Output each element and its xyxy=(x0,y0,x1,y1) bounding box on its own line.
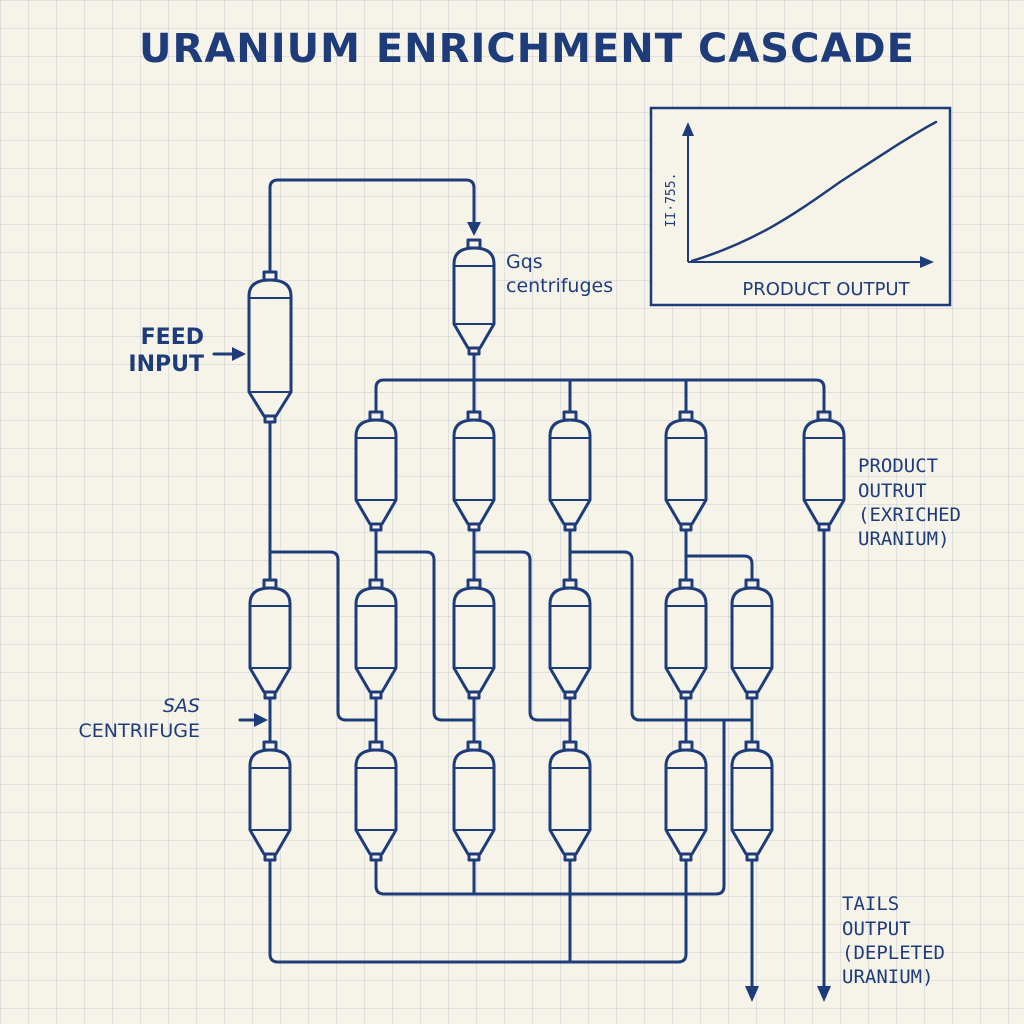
centrifuge-r1-c4 xyxy=(664,410,708,532)
centrifuge-r3-c4-bottom-nozzle xyxy=(679,852,693,862)
inset-chart: II·755. PRODUCT OUTPUT xyxy=(649,106,952,307)
centrifuge-r3-c3-body xyxy=(548,748,592,856)
feed-column-vessel xyxy=(247,270,293,424)
svg-text:Gqs: Gqs xyxy=(506,251,543,273)
centrifuge-r3-c3 xyxy=(548,740,592,862)
centrifuge-r1-c1 xyxy=(354,410,398,532)
inset-chart-frame xyxy=(649,106,952,307)
inset-chart-y-label: II·755. xyxy=(664,173,679,228)
svg-text:(DEPLETED: (DEPLETED xyxy=(842,942,945,964)
svg-text:URANIUM): URANIUM) xyxy=(842,966,934,988)
centrifuge-r1-c4-bottom-nozzle xyxy=(679,522,693,532)
centrifuge-r1-c3 xyxy=(548,410,592,532)
centrifuge-r2-c5-body xyxy=(730,586,774,694)
centrifuge-r1-c1-body xyxy=(354,418,398,526)
feed-column-vessel-bottom-nozzle xyxy=(263,414,277,424)
centrifuge-r2-c0-bottom-nozzle xyxy=(263,690,277,700)
svg-text:INPUT: INPUT xyxy=(128,352,204,377)
centrifuge-r2-c4-body xyxy=(664,586,708,694)
top-centrifuge-body xyxy=(452,246,496,350)
tails-output-label: TAILS OUTPUT (DEPLETED URANIUM) xyxy=(842,893,945,988)
svg-text:CENTRIFUGE: CENTRIFUGE xyxy=(79,720,200,742)
centrifuge-r3-c5-body xyxy=(730,748,774,856)
product-output-label: PRODUCT OUTRUT (EXRICHED URANIUM) xyxy=(858,455,961,550)
centrifuge-r1-c3-bottom-nozzle xyxy=(563,522,577,532)
centrifuge-r2-c3 xyxy=(548,578,592,700)
inset-chart-curve xyxy=(690,120,938,263)
pipework xyxy=(268,178,826,992)
svg-text:SAS: SAS xyxy=(163,695,200,717)
centrifuge-r3-c5-bottom-nozzle xyxy=(745,852,759,862)
centrifuge-r1-c1-bottom-nozzle xyxy=(369,522,383,532)
centrifuge-r1-c5 xyxy=(802,410,846,532)
svg-text:URANIUM): URANIUM) xyxy=(858,528,950,550)
centrifuge-r3-c0-body xyxy=(248,748,292,856)
centrifuge-r3-c2 xyxy=(452,740,496,862)
feed-column-vessel-body xyxy=(247,278,293,418)
centrifuge-r2-c5 xyxy=(730,578,774,700)
svg-text:(EXRICHED: (EXRICHED xyxy=(858,504,961,526)
svg-text:OUTPUT: OUTPUT xyxy=(842,918,911,940)
inset-chart-x-label: PRODUCT OUTPUT xyxy=(742,279,910,300)
centrifuge-r3-c5 xyxy=(730,740,774,862)
svg-text:centrifuges: centrifuges xyxy=(506,275,613,297)
centrifuge-r2-c3-body xyxy=(548,586,592,694)
centrifuge-r1-c4-body xyxy=(664,418,708,526)
centrifuge-r2-c2-bottom-nozzle xyxy=(467,690,481,700)
flow-arrows xyxy=(212,222,831,1002)
centrifuge-r3-c1-bottom-nozzle xyxy=(369,852,383,862)
centrifuge-r2-c2-body xyxy=(452,586,496,694)
centrifuge-r2-c4 xyxy=(664,578,708,700)
centrifuge-r2-c1-bottom-nozzle xyxy=(369,690,383,700)
centrifuge-r3-c4 xyxy=(664,740,708,862)
centrifuge-r3-c1 xyxy=(354,740,398,862)
sas-centrifuge-label: SAS CENTRIFUGE xyxy=(79,695,200,742)
centrifuge-r3-c0 xyxy=(248,740,292,862)
svg-text:TAILS: TAILS xyxy=(842,893,899,915)
centrifuge-r1-c5-bottom-nozzle xyxy=(817,522,831,532)
feed-input-label: FEED INPUT xyxy=(128,325,204,377)
centrifuge-r3-c1-body xyxy=(354,748,398,856)
centrifuge-r2-c0-body xyxy=(248,586,292,694)
centrifuge-r1-c5-body xyxy=(802,418,846,526)
product-arrowhead xyxy=(817,986,831,1002)
centrifuge-r3-c2-bottom-nozzle xyxy=(467,852,481,862)
centrifuge-r1-c2-body xyxy=(452,418,496,526)
feed-arrowhead xyxy=(467,222,481,236)
centrifuge-r3-c4-body xyxy=(664,748,708,856)
centrifuge-r1-c3-body xyxy=(548,418,592,526)
page-title: URANIUM ENRICHMENT CASCADE xyxy=(139,26,915,72)
centrifuge-r3-c3-bottom-nozzle xyxy=(563,852,577,862)
svg-text:FEED: FEED xyxy=(141,325,204,350)
top-centrifuge xyxy=(452,238,496,356)
centrifuge-r2-c0 xyxy=(248,578,292,700)
centrifuge-r2-c4-bottom-nozzle xyxy=(679,690,693,700)
centrifuge-r2-c1-body xyxy=(354,586,398,694)
centrifuge-r3-c0-bottom-nozzle xyxy=(263,852,277,862)
centrifuge-r2-c1 xyxy=(354,578,398,700)
centrifuge-r2-c5-bottom-nozzle xyxy=(745,690,759,700)
centrifuge-r2-c2 xyxy=(452,578,496,700)
centrifuge-r1-c2 xyxy=(452,410,496,532)
gas-centrifuges-label: Gqs centrifuges xyxy=(506,251,613,297)
centrifuge-array xyxy=(247,238,846,862)
svg-text:OUTRUT: OUTRUT xyxy=(858,480,927,502)
svg-text:PRODUCT: PRODUCT xyxy=(858,455,938,477)
tails-arrowhead xyxy=(745,986,759,1002)
centrifuge-r2-c3-bottom-nozzle xyxy=(563,690,577,700)
top-centrifuge-bottom-nozzle xyxy=(467,346,481,356)
centrifuge-r1-c2-bottom-nozzle xyxy=(467,522,481,532)
centrifuge-r3-c2-body xyxy=(452,748,496,856)
